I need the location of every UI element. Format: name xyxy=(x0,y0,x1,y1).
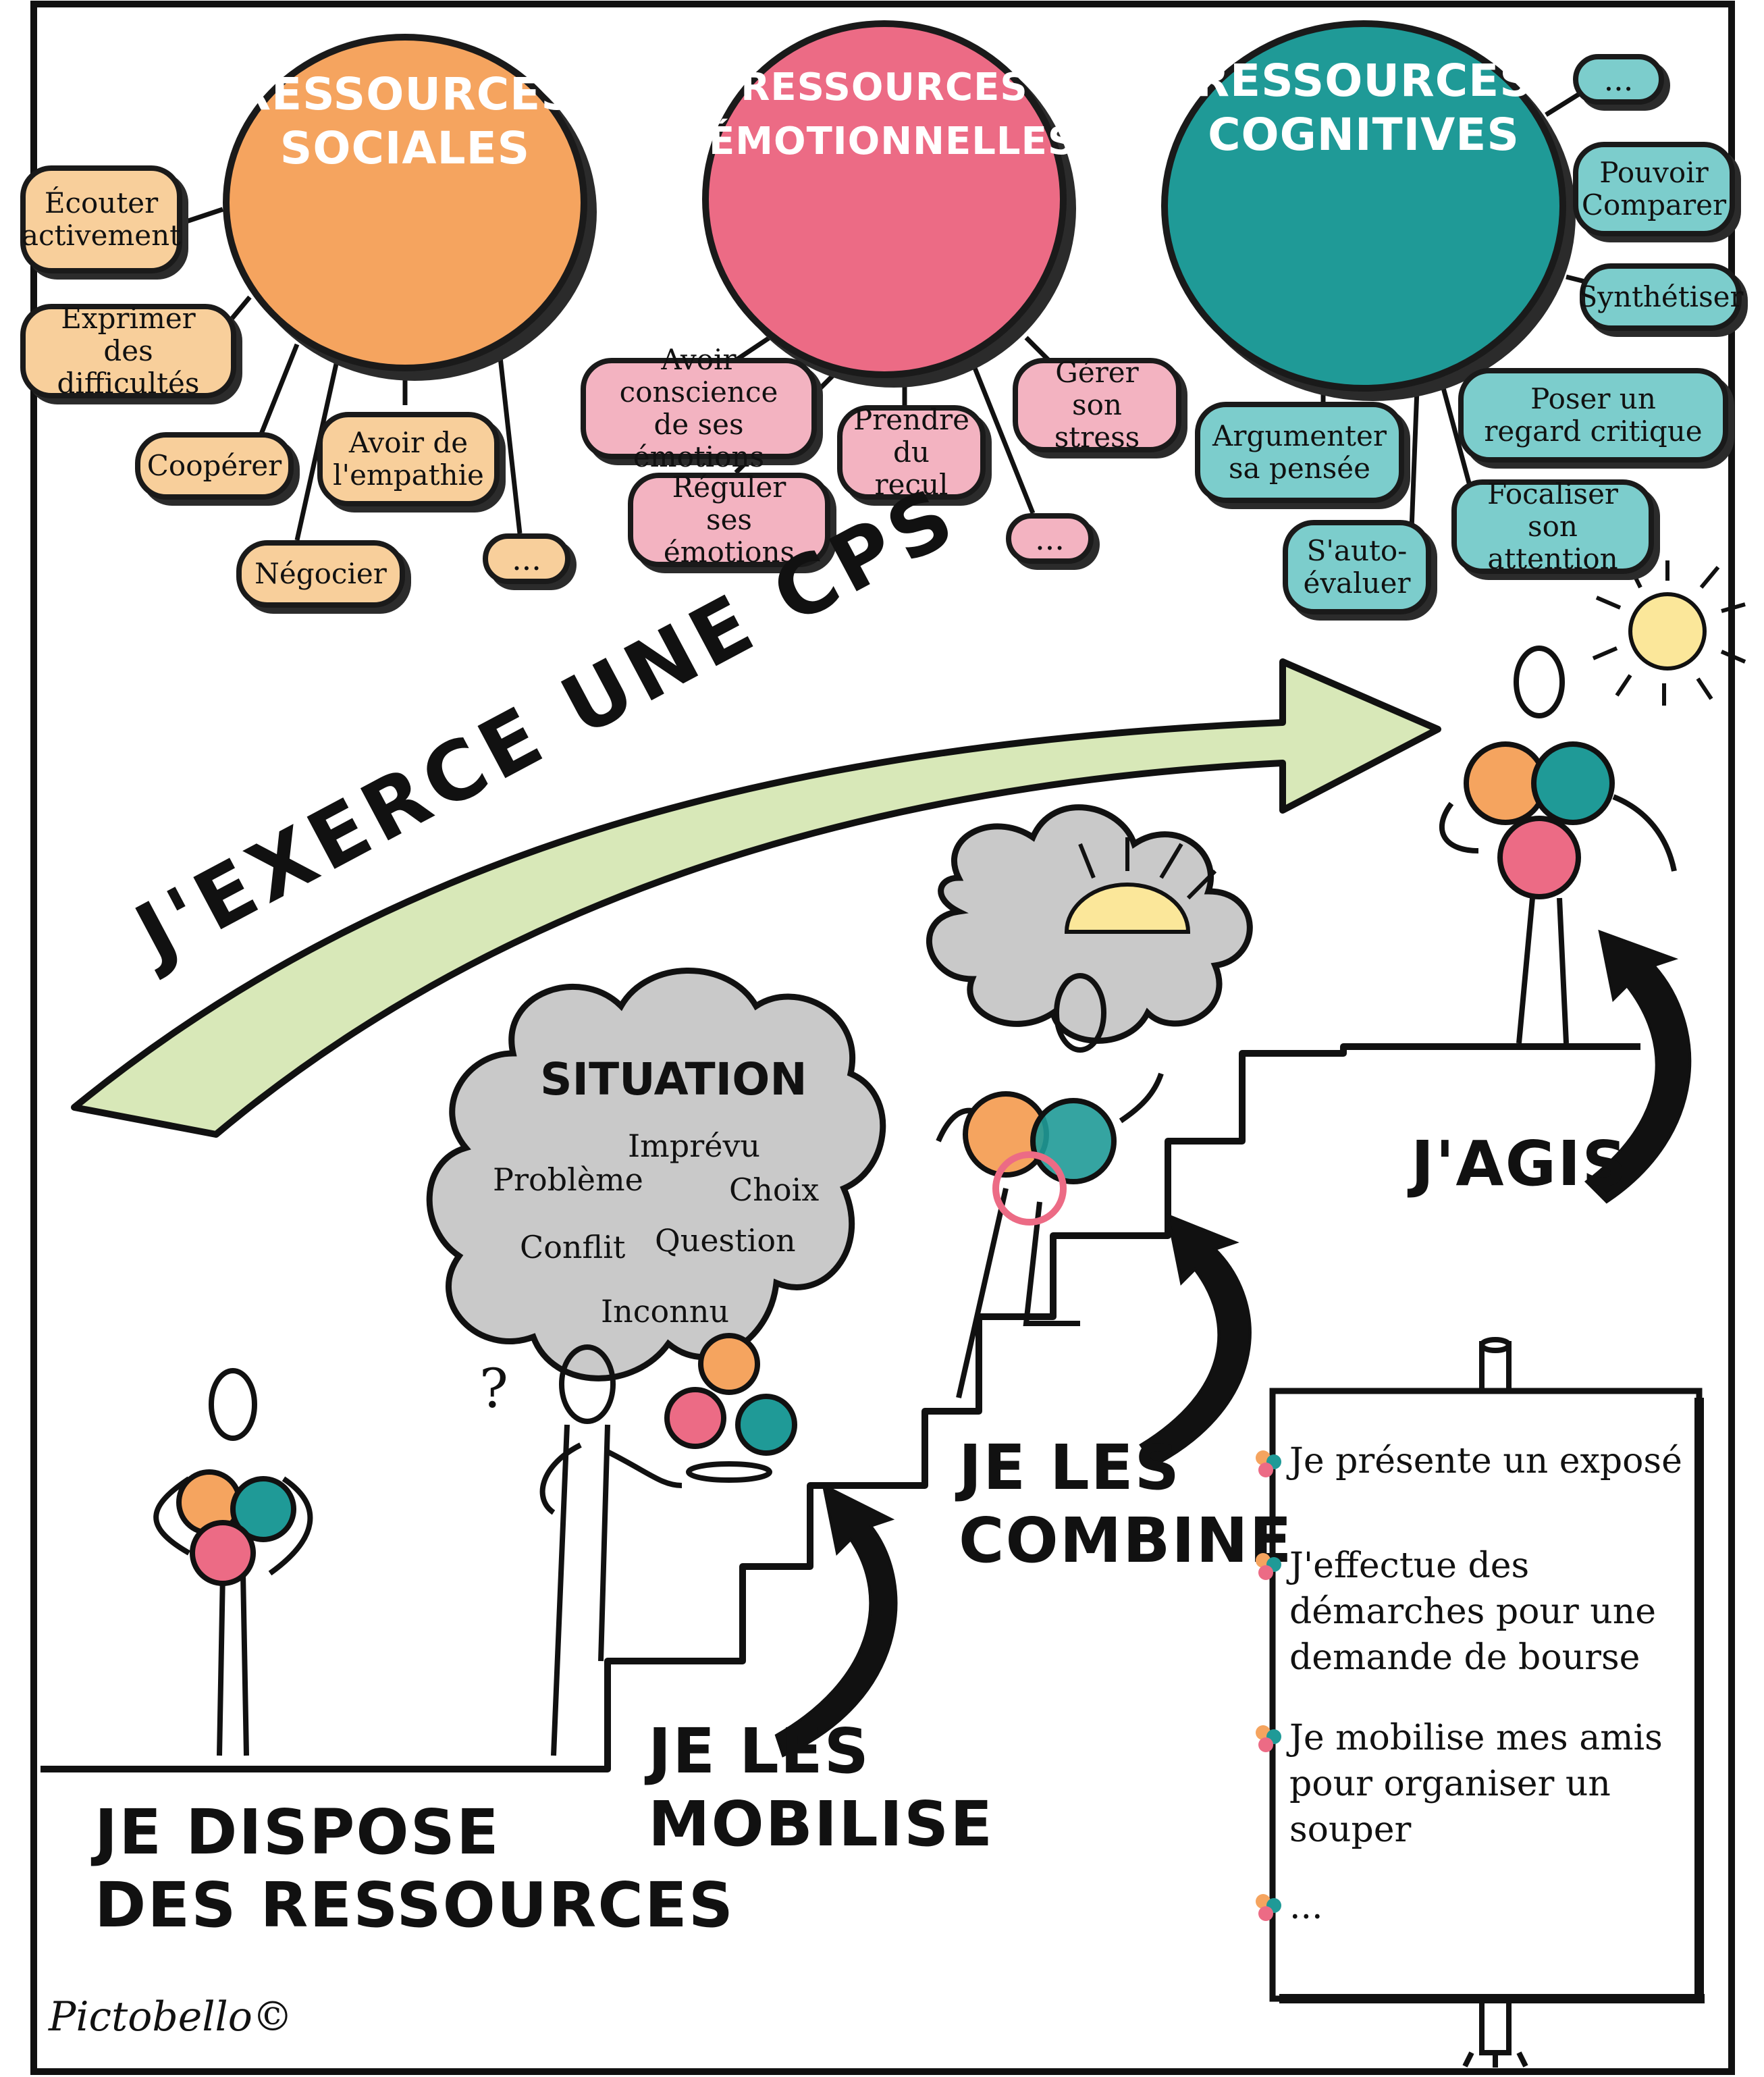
skill-bubble: Négocier xyxy=(236,540,405,608)
skill-bubble: Pouvoir Comparer xyxy=(1573,142,1735,236)
skill-bubble: ... xyxy=(1573,54,1664,105)
skill-bubble: Avoir conscience de ses émotions xyxy=(581,344,817,473)
resources-dot-icon xyxy=(1256,1450,1285,1480)
skill-bubble: Prendre du recul xyxy=(837,404,986,501)
social-resources-circle: RESSOURCES SOCIALES xyxy=(223,34,587,371)
skill-bubble: Focaliser son attention xyxy=(1451,478,1654,575)
resources-dot-icon xyxy=(1256,1725,1285,1755)
step-label-agis: J'AGIS xyxy=(1411,1128,1628,1200)
sign-item: Je présente un exposé xyxy=(1289,1441,1682,1481)
cognitive-resources-circle: RESSOURCES COGNITIVES xyxy=(1161,20,1566,392)
figure-combine xyxy=(936,973,1164,1398)
social-resources-title: RESSOURCES SOCIALES xyxy=(236,68,574,174)
skill-bubble: Coopérer xyxy=(135,432,294,500)
emotional-resources-circle: RESSOURCES ÉMOTIONNELLES xyxy=(702,20,1076,378)
situation-word: Inconnu xyxy=(601,1293,730,1330)
skill-bubble: Synthétiser xyxy=(1578,263,1744,331)
figure-dispose xyxy=(153,1368,313,1756)
sign-item: J'effectue des démarches pour une demand… xyxy=(1289,1546,1657,1678)
situation-word: Question xyxy=(655,1222,796,1259)
figure-agis xyxy=(1439,646,1677,1044)
page-frame xyxy=(30,1,1735,2075)
step-label-dispose: JE DISPOSE DES RESSOURCES xyxy=(95,1796,734,1941)
skill-bubble: ... xyxy=(483,533,570,584)
ground-and-stairs xyxy=(41,1043,1640,1772)
step-arrows xyxy=(774,929,1692,1758)
skill-bubble: Réguler ses émotions xyxy=(628,471,830,569)
situation-word: Imprévu xyxy=(628,1128,761,1164)
sun-small-icon xyxy=(1064,837,1217,934)
skill-bubble: ... xyxy=(1006,513,1094,564)
situation-word: Choix xyxy=(729,1172,820,1208)
progress-arrow xyxy=(71,658,1441,1138)
situation-cloud-shape xyxy=(426,968,886,1382)
question-mark: ? xyxy=(479,1357,508,1420)
figure-mobilise xyxy=(539,1333,797,1756)
sun-icon xyxy=(1592,560,1746,706)
skill-bubble: Écouter activement xyxy=(20,165,182,273)
resources-dot-icon xyxy=(1256,1553,1285,1583)
skill-bubble: Argumenter sa pensée xyxy=(1195,402,1404,503)
skill-bubble: Gérer son stress xyxy=(1013,357,1181,454)
skill-bubble: Avoir de l'empathie xyxy=(317,412,500,506)
step-label-mobilise: JE LES MOBILISE xyxy=(648,1715,994,1860)
skill-bubble: Exprimer des difficultés xyxy=(20,303,236,400)
sign-item: ... xyxy=(1289,1887,1323,1927)
sign-item: Je mobilise mes amis pour organiser un s… xyxy=(1289,1718,1663,1850)
emotional-resources-title: RESSOURCES ÉMOTIONNELLES xyxy=(709,65,1076,163)
resources-dot-icon xyxy=(1256,1894,1285,1924)
step-label-combine: JE LES COMBINE xyxy=(959,1431,1293,1577)
credit: Pictobello© xyxy=(49,1993,293,2041)
situation-word: Problème xyxy=(493,1161,643,1198)
situation-title: SITUATION xyxy=(540,1053,807,1105)
cognitive-resources-title: RESSOURCES COGNITIVES xyxy=(1195,55,1532,161)
situation-word: Conflit xyxy=(520,1229,626,1265)
skill-bubble: Poser un regard critique xyxy=(1458,368,1728,463)
skill-bubble: S'auto- évaluer xyxy=(1283,520,1431,614)
signpost xyxy=(1269,1337,1705,2068)
